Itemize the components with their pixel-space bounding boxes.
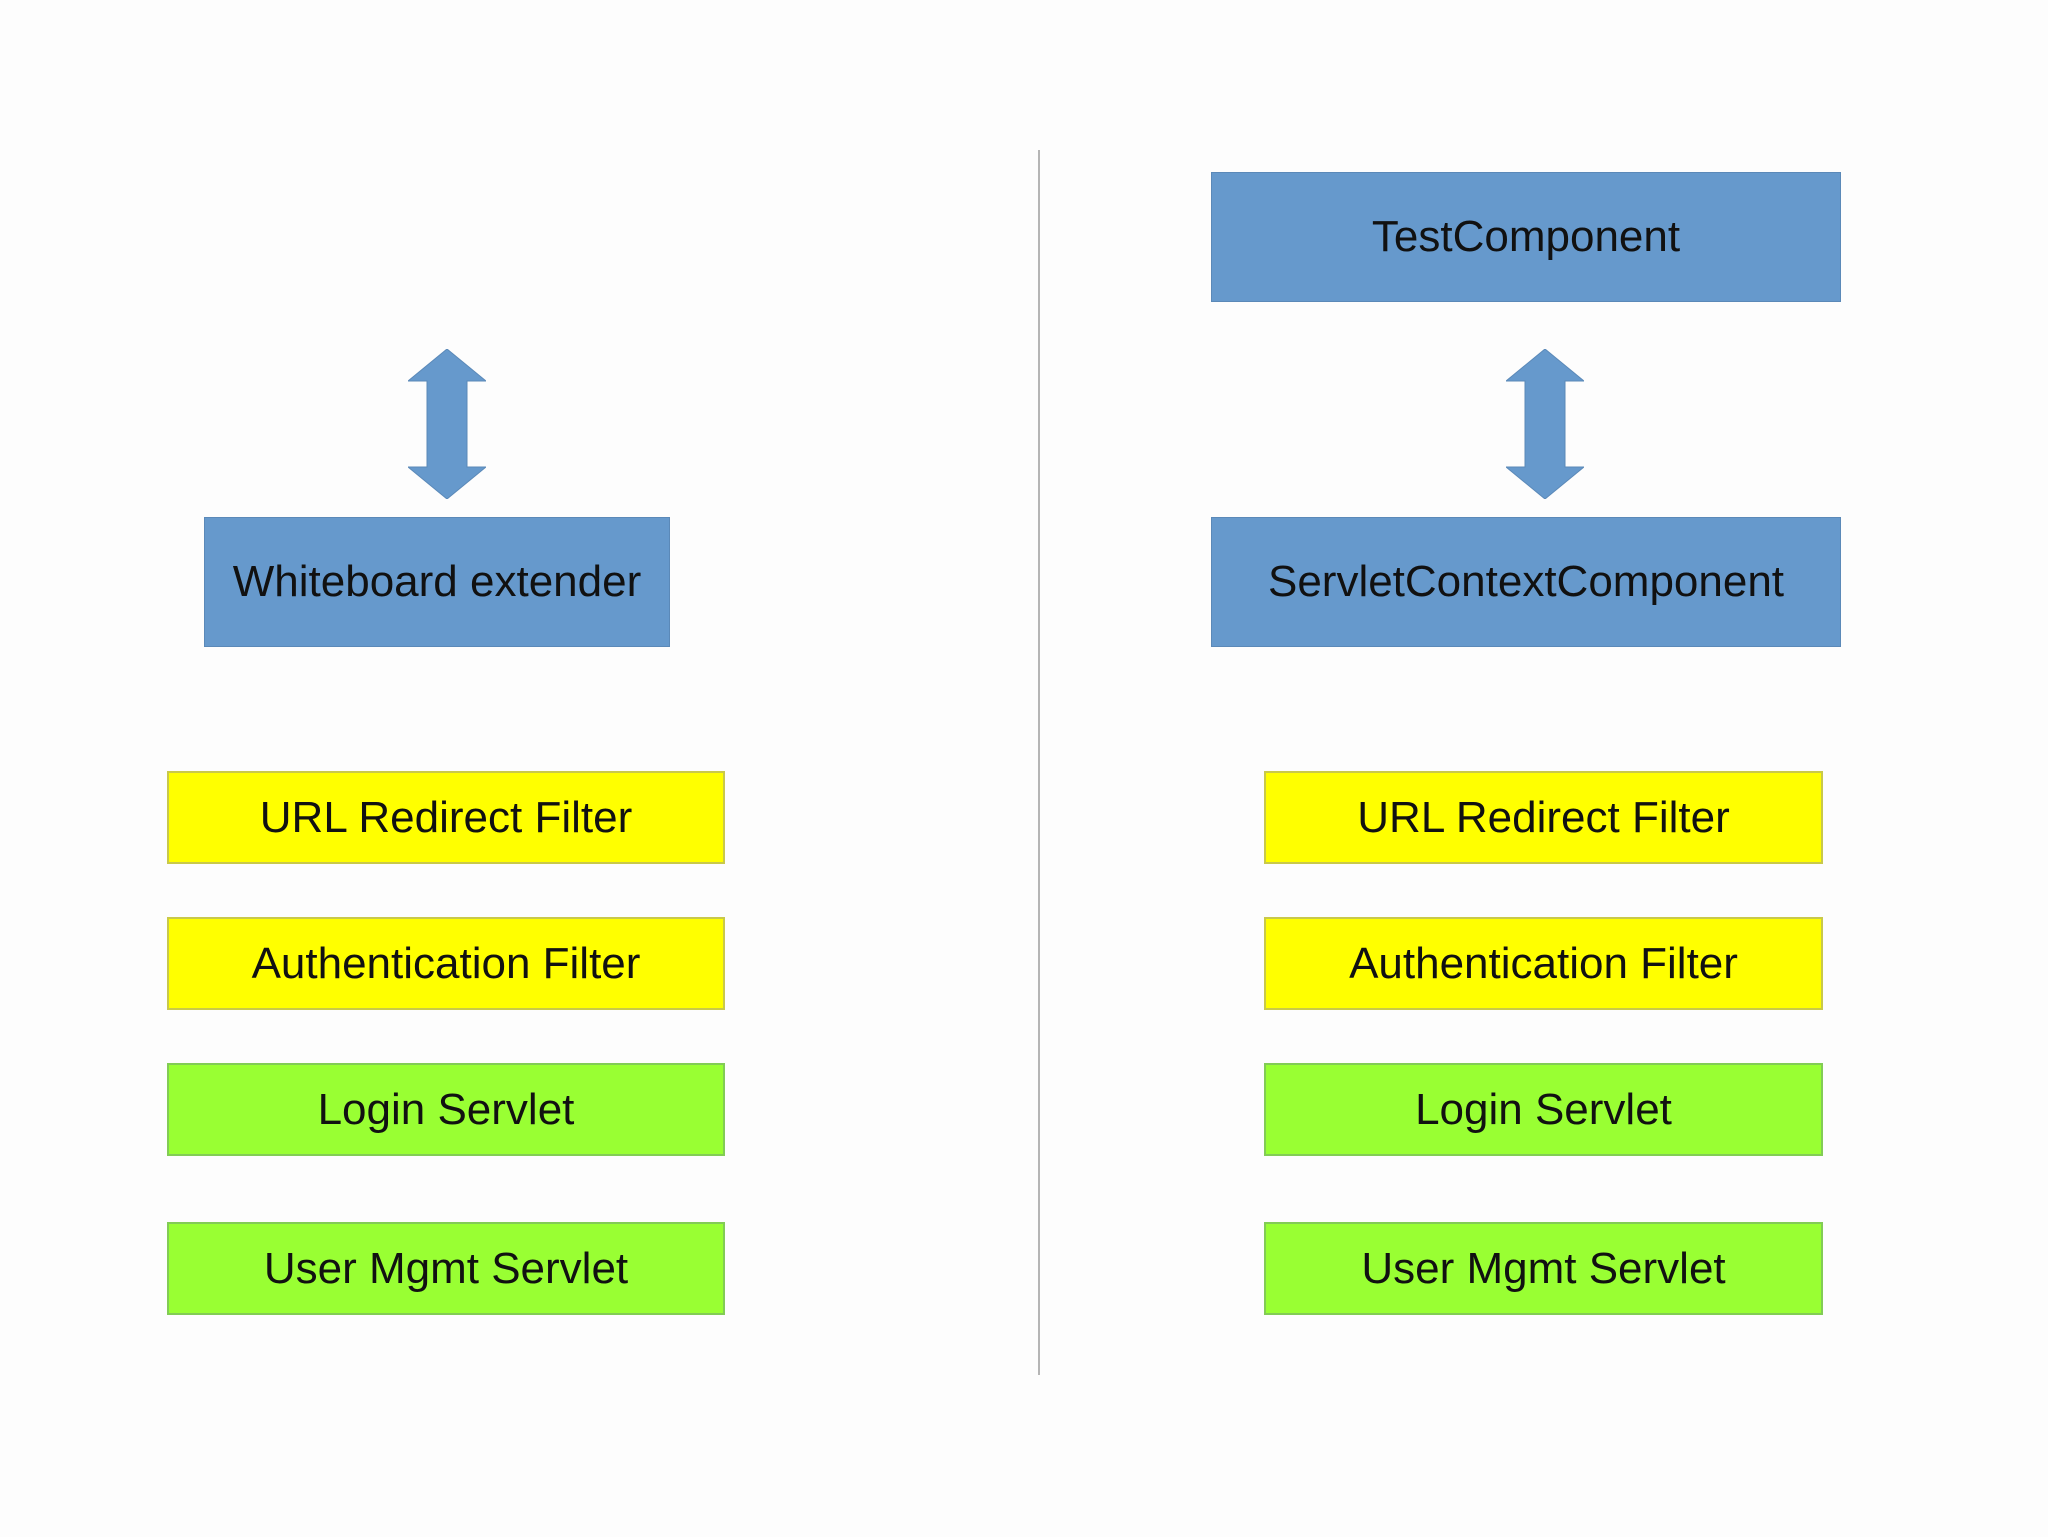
center-divider — [1038, 150, 1040, 1375]
right-url-redirect-filter-label: URL Redirect Filter — [1357, 792, 1730, 842]
right-login-servlet-box: Login Servlet — [1264, 1063, 1823, 1156]
left-user-mgmt-servlet-box: User Mgmt Servlet — [167, 1222, 725, 1315]
left-authentication-filter-box: Authentication Filter — [167, 917, 725, 1010]
right-authentication-filter-box: Authentication Filter — [1264, 917, 1823, 1010]
left-url-redirect-filter-label: URL Redirect Filter — [259, 792, 633, 842]
right-login-servlet-label: Login Servlet — [1415, 1084, 1672, 1134]
right-user-mgmt-servlet-label: User Mgmt Servlet — [1361, 1243, 1726, 1293]
whiteboard-extender-label: Whiteboard extender — [232, 557, 642, 606]
left-login-servlet-box: Login Servlet — [167, 1063, 725, 1156]
left-login-servlet-label: Login Servlet — [317, 1084, 575, 1134]
right-url-redirect-filter-box: URL Redirect Filter — [1264, 771, 1823, 864]
left-user-mgmt-servlet-label: User Mgmt Servlet — [263, 1243, 629, 1293]
servlet-context-component-box: ServletContextComponent — [1211, 517, 1841, 647]
right-authentication-filter-label: Authentication Filter — [1349, 938, 1738, 988]
whiteboard-extender-box: Whiteboard extender — [204, 517, 670, 647]
left-double-arrow-icon — [408, 349, 486, 499]
right-user-mgmt-servlet-box: User Mgmt Servlet — [1264, 1222, 1823, 1315]
test-component-label: TestComponent — [1371, 212, 1681, 261]
left-authentication-filter-label: Authentication Filter — [251, 938, 641, 988]
left-url-redirect-filter-box: URL Redirect Filter — [167, 771, 725, 864]
servlet-context-component-label: ServletContextComponent — [1267, 557, 1785, 606]
right-double-arrow-icon — [1506, 349, 1584, 499]
test-component-box: TestComponent — [1211, 172, 1841, 302]
